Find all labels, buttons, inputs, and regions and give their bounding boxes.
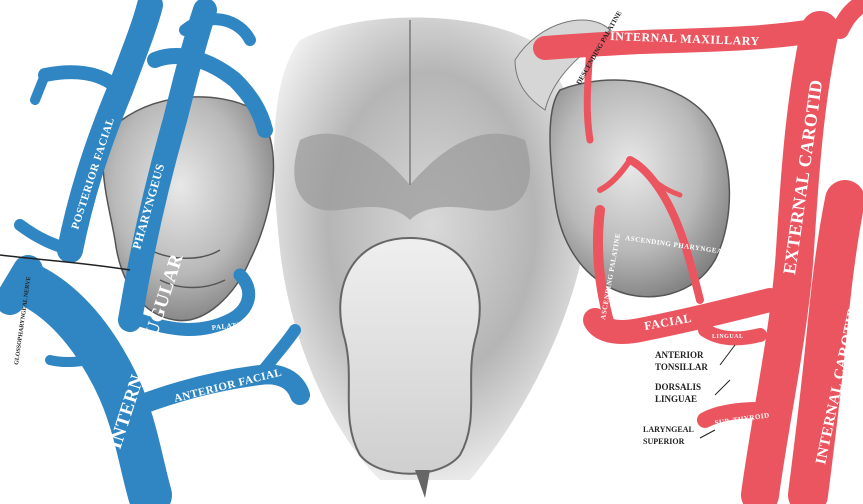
label-laryngeal-superior-line1: LARYNGEAL (643, 425, 694, 434)
label-dorsalis-linguae-line2: LINGUAE (655, 394, 697, 404)
label-anterior-tonsillar: ANTERIOR TONSILLAR (655, 350, 708, 372)
label-dorsalis-linguae-line1: DORSALIS (655, 382, 701, 392)
label-laryngeal-superior: LARYNGEAL SUPERIOR (643, 425, 694, 446)
label-anterior-tonsillar-line1: ANTERIOR (655, 350, 704, 360)
label-laryngeal-superior-line2: SUPERIOR (643, 437, 685, 446)
label-lingual: LINGUAL (712, 334, 744, 340)
label-anterior-tonsillar-line2: TONSILLAR (655, 362, 708, 372)
label-dorsalis-linguae: DORSALIS LINGUAE (655, 382, 701, 404)
venous-system (10, 5, 300, 495)
